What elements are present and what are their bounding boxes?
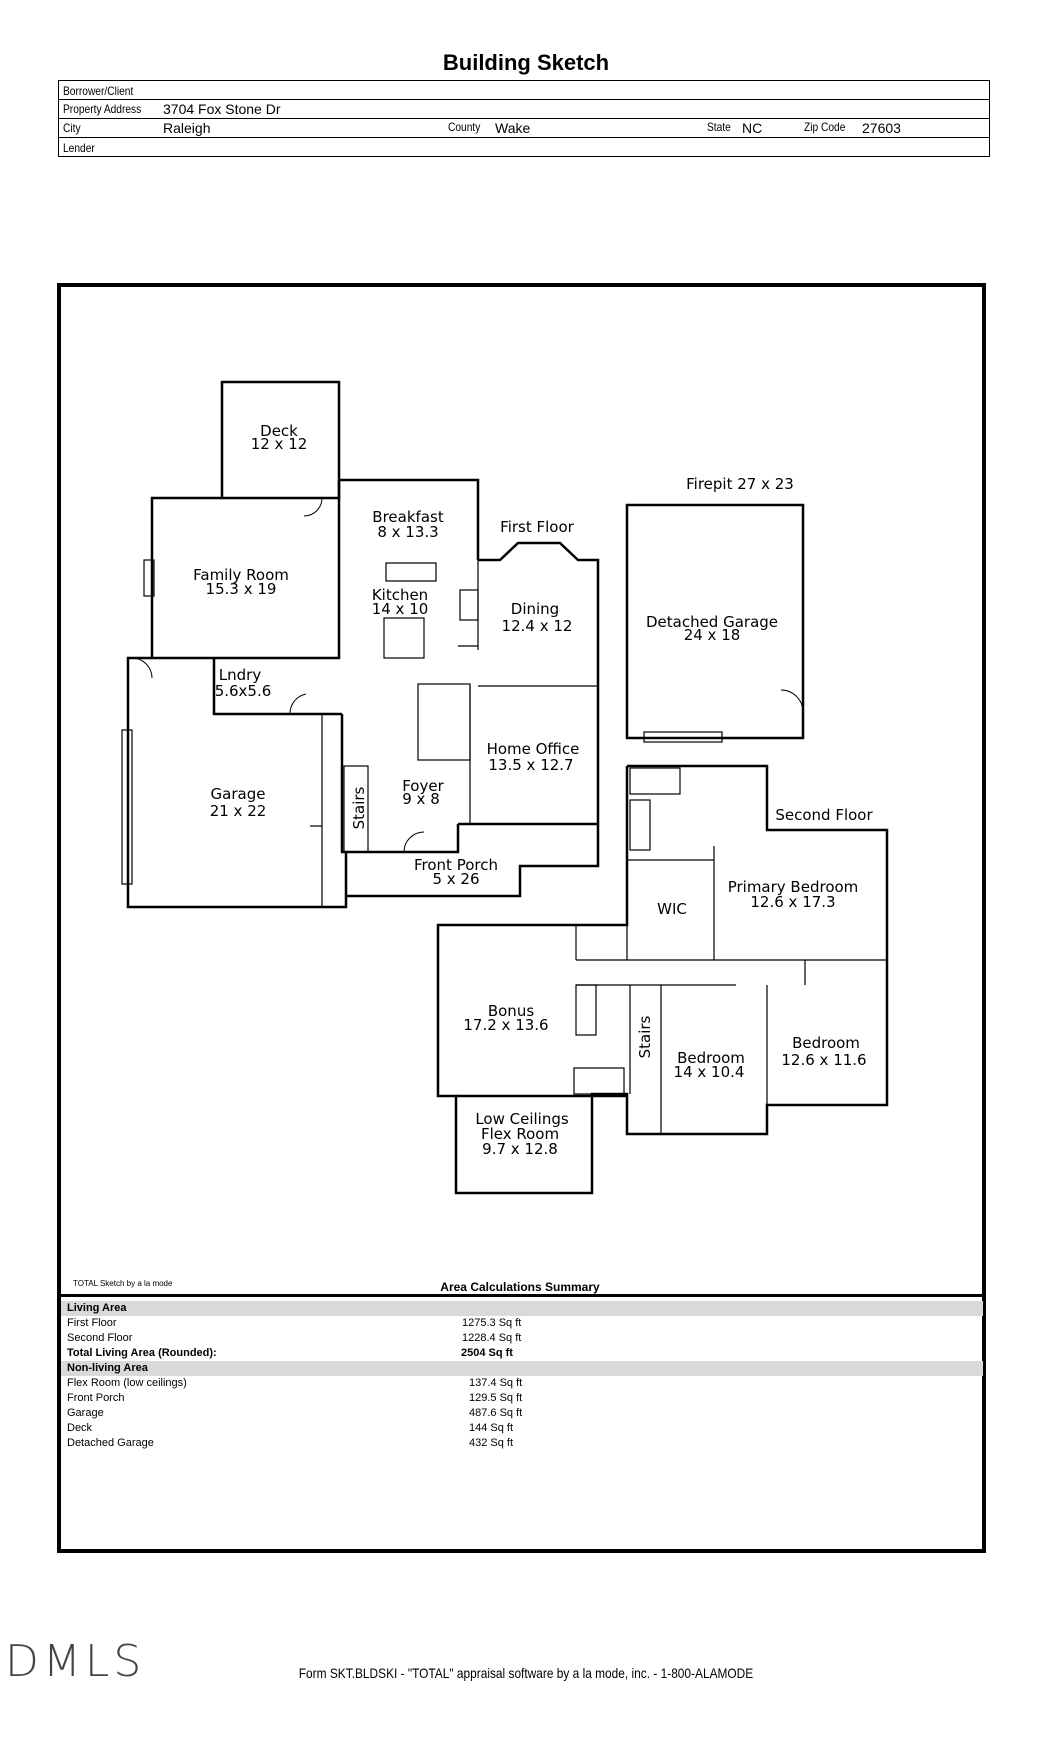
dining-size: 12.4 x 12 (502, 617, 573, 635)
primary-bedroom-size: 12.6 x 17.3 (750, 893, 835, 911)
bedroom-2-size: 12.6 x 11.6 (781, 1051, 866, 1069)
deck-outline (220, 380, 341, 500)
side-door (131, 657, 153, 679)
breakfast-outline (339, 478, 480, 560)
laundry-size: 5.6x5.6 (215, 682, 272, 700)
bonus-size: 17.2 x 13.6 (463, 1016, 548, 1034)
bedroom-1-size: 14 x 10.4 (674, 1063, 745, 1081)
address-label: Property Address (63, 102, 142, 116)
bedroom-1-label: Bedroom (677, 1049, 745, 1067)
form-footer-note: Form SKT.BLDSKI - "TOTAL" appraisal soft… (298, 1665, 754, 1681)
dining-outline (346, 541, 600, 898)
sketch-software-note: TOTAL Sketch by a la mode (73, 1279, 173, 1288)
second-floor-outline (436, 764, 889, 1195)
area-summary-divider (57, 1294, 986, 1297)
stairs-first-floor: Stairs (350, 786, 368, 829)
bathtub-2f (629, 767, 681, 795)
city-value: Raleigh (163, 120, 211, 136)
family-room-size: 15.3 x 19 (206, 580, 277, 598)
deck-door (303, 497, 323, 517)
county-value: Wake (495, 120, 531, 136)
garage-size: 21 x 22 (210, 802, 267, 820)
foyer-size: 9 x 8 (402, 790, 440, 808)
vanity-bonus (575, 984, 597, 1036)
front-porch-size: 5 x 26 (432, 870, 479, 888)
garage-door (121, 729, 133, 885)
fireplace (143, 559, 155, 597)
front-porch-label: Front Porch (414, 856, 498, 874)
lender-row: Lender (58, 137, 990, 157)
dining-label: Dining (511, 600, 559, 618)
borrower-label: Borrower/Client (63, 84, 134, 98)
laundry-door (289, 693, 307, 715)
living-area-header: Living Area (61, 1301, 983, 1316)
stove (459, 589, 479, 621)
laundry-outline (212, 658, 342, 716)
front-door (403, 831, 425, 853)
nonliving-area-header: Non-living Area (61, 1361, 983, 1376)
detached-garage-label: Detached Garage (646, 613, 778, 631)
foyer-label: Foyer (402, 777, 444, 795)
lender-label: Lender (63, 141, 95, 155)
address-row: Property Address 3704 Fox Stone Dr (58, 99, 990, 119)
bathtub-bonus (573, 1067, 625, 1095)
detached-garage-door (643, 731, 723, 743)
first-floor-label: First Floor (500, 518, 574, 536)
family-room-label: Family Room (193, 566, 289, 584)
property-info-table: Borrower/Client Property Address 3704 Fox… (58, 80, 990, 157)
mls-watermark: DMLS (5, 1636, 146, 1687)
wic-label: WIC (657, 900, 687, 918)
home-office-label: Home Office (487, 740, 580, 758)
state-label: State (707, 120, 731, 134)
stairs-second-floor: Stairs (636, 1015, 654, 1058)
sketch-frame (57, 283, 986, 1553)
deck-size: 12 x 12 (251, 435, 308, 453)
total-living-row: Total Living Area (Rounded):2504 Sq ft (67, 1347, 513, 1359)
state-value: NC (742, 120, 763, 136)
kitchen-counter (385, 562, 437, 582)
deck-label: Deck (260, 422, 298, 440)
second-floor-label: Second Floor (775, 806, 873, 824)
kitchen-label: Kitchen (372, 586, 428, 604)
page-title: Building Sketch (442, 50, 610, 75)
foyer-outline (340, 714, 460, 854)
zip-label: Zip Code (804, 120, 846, 134)
address-value: 3704 Fox Stone Dr (163, 101, 281, 117)
breakfast-size: 8 x 13.3 (377, 523, 438, 541)
table-row: Flex Room (low ceilings)137.4 Sq ft (67, 1377, 523, 1389)
det-garage-door (780, 689, 804, 713)
kitchen-island (383, 617, 425, 659)
detached-garage-outline (625, 503, 805, 740)
home-office-size: 13.5 x 12.7 (488, 756, 573, 774)
flex-room-size: 9.7 x 12.8 (482, 1140, 558, 1158)
stairs-box (343, 765, 369, 853)
breakfast-label: Breakfast (372, 508, 444, 526)
powder-room (417, 683, 471, 761)
primary-bedroom-label: Primary Bedroom (728, 878, 859, 896)
garage-label: Garage (211, 785, 266, 803)
bedroom-2-label: Bedroom (792, 1034, 860, 1052)
county-label: County (448, 120, 481, 134)
flex-room-note: Low Ceilings (475, 1110, 569, 1128)
kitchen-size: 14 x 10 (372, 600, 429, 618)
flex-room-label: Flex Room (481, 1125, 559, 1143)
bonus-label: Bonus (488, 1002, 534, 1020)
detached-garage-size: 24 x 18 (684, 626, 741, 644)
vanity-primary (629, 799, 651, 851)
laundry-label: Lndry (219, 666, 262, 684)
city-label: City (63, 121, 81, 135)
zip-value: 27603 (862, 120, 901, 136)
firepit-label: Firepit 27 x 23 (686, 475, 794, 493)
area-summary-title: Area Calculations Summary (440, 1280, 600, 1294)
